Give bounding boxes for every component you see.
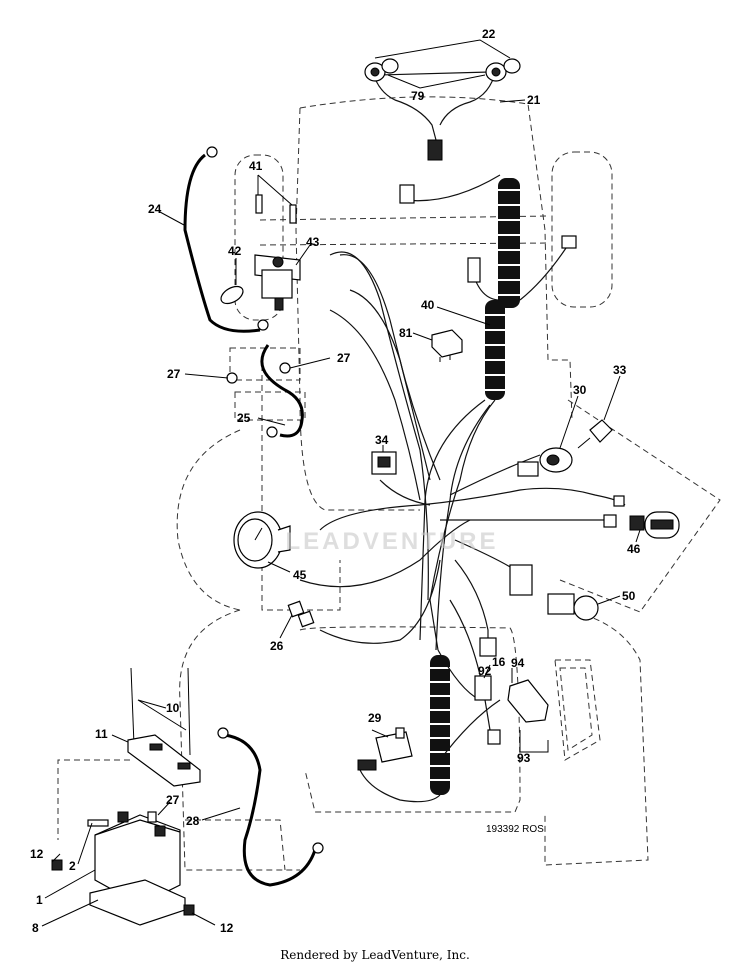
starter-solenoid-icon xyxy=(254,254,301,311)
callout-label: 50 xyxy=(622,589,636,603)
callout-label: 24 xyxy=(148,202,162,216)
watermark: LEADVENTURE xyxy=(285,528,499,555)
connector-plug-icon xyxy=(399,184,625,745)
pto-switch-icon xyxy=(547,593,599,621)
callout-label: 27 xyxy=(167,367,181,381)
battery-bolt-icon xyxy=(87,811,157,827)
footer-credit: Rendered by LeadVenture, Inc. xyxy=(280,948,470,962)
callout-label: 26 xyxy=(270,639,284,653)
hold-down-rod-icon xyxy=(130,667,191,756)
interlock-switch-icon xyxy=(474,675,549,723)
cable-terminal-ring xyxy=(206,146,218,158)
callout-label: 25 xyxy=(237,411,251,425)
callout-leaders xyxy=(41,39,641,927)
callout-label: 12 xyxy=(30,847,44,861)
battery-cable-25 xyxy=(260,344,304,438)
lower-harness-coil xyxy=(430,655,450,795)
harness-wires xyxy=(299,174,626,803)
cable-terminal-ring xyxy=(217,727,229,739)
callout-label: 28 xyxy=(186,814,200,828)
headlight-right-icon xyxy=(485,58,521,82)
callout-label: 10 xyxy=(166,701,180,715)
battery-cable-28 xyxy=(224,733,317,887)
callout-label: 46 xyxy=(627,542,641,556)
callout-labels: 22 79 21 41 24 43 42 40 81 27 27 25 34 3… xyxy=(30,27,641,935)
callout-label: 2 xyxy=(69,859,76,873)
battery-hold-down-bracket-icon xyxy=(127,734,201,787)
relay-icon xyxy=(431,329,463,362)
callout-label: 45 xyxy=(293,568,307,582)
callout-label: 33 xyxy=(613,363,627,377)
callout-label: 92 xyxy=(478,664,492,678)
battery-cable-24 xyxy=(183,153,261,333)
callout-label: 8 xyxy=(32,921,39,935)
headlight-assembly xyxy=(371,69,497,161)
callout-label: 81 xyxy=(399,326,413,340)
callout-label: 1 xyxy=(36,893,43,907)
hour-meter-icon xyxy=(629,511,680,539)
callout-label: 30 xyxy=(573,383,587,397)
light-switch-icon xyxy=(371,451,397,475)
callout-label: 40 xyxy=(421,298,435,312)
callout-label: 94 xyxy=(511,656,525,670)
fuse-holder-icon xyxy=(287,600,315,628)
battery-nut-icon xyxy=(51,859,195,916)
callout-label: 22 xyxy=(482,27,496,41)
seat-switch-icon xyxy=(357,727,413,771)
callout-label: 41 xyxy=(249,159,263,173)
cable-terminal-ring xyxy=(312,842,324,854)
cable-terminal-ring xyxy=(257,319,269,331)
callout-label: 11 xyxy=(95,727,108,741)
harness-conduit-coil xyxy=(485,178,520,400)
callout-label: 16 xyxy=(492,655,506,669)
callout-label: 21 xyxy=(527,93,541,107)
terminal-boot-icon xyxy=(220,285,244,305)
callout-label: 12 xyxy=(220,921,234,935)
ignition-switch-icon xyxy=(539,447,573,473)
cable-terminal-ring xyxy=(266,426,278,438)
headlight-left-icon xyxy=(364,58,399,82)
callout-label: 93 xyxy=(517,751,531,765)
mounting-bolt-icon xyxy=(255,194,297,224)
callout-label: 27 xyxy=(166,793,180,807)
drawing-number: 193392 ROS xyxy=(486,824,544,835)
callout-label: 29 xyxy=(368,711,382,725)
callout-label: 43 xyxy=(306,235,320,249)
battery-icon xyxy=(94,811,181,906)
ignition-key-icon xyxy=(577,419,613,449)
callout-label: 34 xyxy=(375,433,389,447)
callout-label: 42 xyxy=(228,244,242,258)
washer-icon xyxy=(226,362,291,384)
ammeter-gauge-icon xyxy=(233,511,291,569)
callout-label: 27 xyxy=(337,351,351,365)
callout-label: 79 xyxy=(411,89,425,103)
